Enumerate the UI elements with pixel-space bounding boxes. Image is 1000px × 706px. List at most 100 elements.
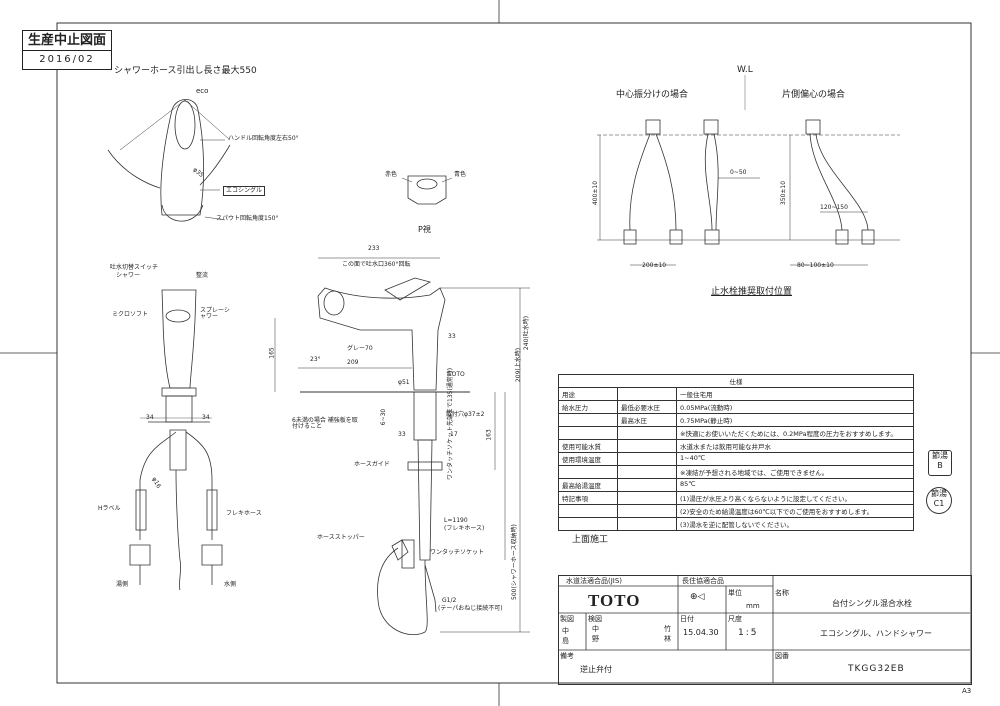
note-grey: グレー70 bbox=[347, 345, 373, 352]
note-v-shower-full: 500(シャワーホース収納時) bbox=[511, 524, 518, 600]
note-one-touch: ワンタッチソケット bbox=[430, 549, 485, 556]
tb-logo: TOTO bbox=[588, 591, 641, 610]
spec-cell bbox=[617, 517, 677, 531]
table-row: 用途 一般住宅用 bbox=[558, 387, 914, 401]
note-handle-angle: ハンドル回転角度左右50° bbox=[228, 135, 299, 142]
note-l-1190: L=1190 bbox=[444, 517, 468, 524]
spec-cell: 最低必要水圧 bbox=[617, 400, 677, 414]
dim-17: 17 bbox=[450, 431, 458, 438]
dim-0-50: 0~50 bbox=[730, 169, 747, 176]
note-h-label: Hラベル bbox=[98, 505, 121, 512]
table-row: (2)安全のため給湯温度は60℃以下でのご使用をおすすめします。 bbox=[558, 504, 914, 518]
dim-240: 240(吐水時) bbox=[523, 315, 531, 351]
note-flex-hose: フレキホース bbox=[226, 510, 262, 517]
tb-sheet: A3 bbox=[962, 687, 972, 695]
dim-33b: 33 bbox=[398, 431, 406, 438]
note-wl: W.L bbox=[737, 65, 753, 75]
stamp-date: 2016/02 bbox=[39, 54, 95, 65]
note-g12: G1/2 bbox=[442, 597, 457, 604]
note-valve-pos: 止水栓推奨取付位置 bbox=[711, 287, 793, 297]
spec-cell bbox=[617, 478, 677, 492]
tb-seizu: 中島 bbox=[562, 627, 569, 645]
tb-scale-label: 尺度 bbox=[728, 615, 742, 623]
spec-cell: ※凍結が予想される地域では、ご使用できません。 bbox=[676, 465, 914, 479]
badge-value: B bbox=[937, 461, 943, 470]
dim-80-100: 80~100±10 bbox=[797, 262, 834, 269]
dim-6-30: 6~30 bbox=[380, 408, 388, 426]
badge-setsuyu-c1: 節湯 C1 bbox=[926, 487, 952, 514]
note-spray: スプレーシャワー bbox=[200, 307, 230, 320]
spec-cell: 最高水圧 bbox=[617, 413, 677, 427]
spec-cell: 一般住宅用 bbox=[676, 387, 914, 401]
tb-date-label: 日付 bbox=[680, 615, 694, 623]
badge-label: 節湯 bbox=[932, 451, 948, 460]
tb-shonin: 竹林 bbox=[664, 625, 671, 643]
table-row: 使用環境温度 1~40℃ bbox=[558, 452, 914, 466]
spec-cell bbox=[617, 439, 677, 453]
note-flex-hose2: (フレキホース) bbox=[444, 525, 485, 532]
table-row: ※快適にお使いいただくためには、0.2MPa程度の圧力をおすすめします。 bbox=[558, 426, 914, 440]
table-row: 特記事項(1)湯圧が水圧より高くならないように設定してください。 bbox=[558, 491, 914, 505]
spec-cell bbox=[617, 426, 677, 440]
table-row: (3)湯水を逆に配管しないでください。 bbox=[558, 517, 914, 531]
tb-zuban: TKGG32EB bbox=[848, 664, 905, 674]
title-block-lines bbox=[558, 575, 970, 683]
tb-date: 15.04.30 bbox=[683, 628, 719, 637]
dim-209h: 209(上水時) bbox=[515, 347, 523, 383]
dim-120-150: 120~150 bbox=[820, 204, 848, 211]
dim-400: 400±10 bbox=[592, 180, 600, 206]
spec-cell: 用途 bbox=[558, 387, 618, 401]
note-hose-stopper: ホースストッパー bbox=[317, 534, 365, 541]
spec-cell bbox=[558, 426, 618, 440]
table-row: 使用可能水質 水道水または飲用可能な井戸水 bbox=[558, 439, 914, 453]
dim-233: 233 bbox=[368, 245, 380, 252]
tb-subtitle: エコシングル、ハンドシャワー bbox=[820, 629, 932, 638]
spec-cell bbox=[558, 517, 618, 531]
note-p-view: P視 bbox=[418, 225, 431, 234]
table-row: ※凍結が予想される地域では、ご使用できません。 bbox=[558, 465, 914, 479]
badge-value: C1 bbox=[933, 499, 945, 508]
spec-cell: 1~40℃ bbox=[676, 452, 914, 466]
dim-209: 209 bbox=[347, 359, 359, 366]
spec-cell: (1)湯圧が水圧より高くならないように設定してください。 bbox=[676, 491, 914, 505]
dim-350: 350±10 bbox=[780, 180, 788, 206]
tb-biko-label: 備考 bbox=[560, 652, 574, 660]
spec-cell: 給水圧力 bbox=[558, 400, 618, 414]
spec-cell bbox=[558, 413, 618, 427]
spec-cell: 水道水または飲用可能な井戸水 bbox=[676, 439, 914, 453]
note-spout-360: この面で吐水口360°回転 bbox=[342, 261, 411, 268]
discontinued-stamp: 生産中止図面 2016/02 bbox=[22, 30, 112, 70]
projection-icon: ⊕◁ bbox=[690, 592, 705, 602]
spec-cell: 使用環境温度 bbox=[558, 452, 618, 466]
tb-kenzu: 中野 bbox=[592, 625, 599, 643]
spec-cell bbox=[617, 387, 677, 401]
dim-34b: 34 bbox=[202, 414, 210, 421]
dim-phi51: φ51 bbox=[398, 379, 410, 386]
spec-cell: (2)安全のため給湯温度は60℃以下でのご使用をおすすめします。 bbox=[676, 504, 914, 518]
note-red: 赤色 bbox=[385, 171, 398, 178]
tb-seizu-label: 製図 bbox=[560, 615, 574, 623]
badge-setsuyu-b: 節湯 B bbox=[928, 450, 952, 476]
dim-34a: 34 bbox=[146, 414, 154, 421]
tb-name-label: 名称 bbox=[775, 589, 789, 597]
dim-163: 163 bbox=[485, 429, 493, 441]
dim-200: 200±10 bbox=[642, 262, 667, 269]
dim-165: 165 bbox=[268, 347, 276, 359]
spec-cell bbox=[558, 504, 618, 518]
note-six: 6未満の場合 補強板を取付けること bbox=[292, 417, 358, 430]
spec-cell bbox=[617, 504, 677, 518]
spec-cell: 85℃ bbox=[676, 478, 914, 492]
tb-zuban-label: 図番 bbox=[775, 652, 789, 660]
spec-cell bbox=[558, 465, 618, 479]
title-block bbox=[558, 575, 972, 685]
dim-33a: 33 bbox=[448, 333, 456, 340]
note-center: 中心振分けの場合 bbox=[616, 90, 689, 100]
tb-unit: mm bbox=[746, 602, 760, 610]
spec-cell: 使用可能水質 bbox=[558, 439, 618, 453]
note-top-work: 上面施工 bbox=[572, 535, 609, 545]
note-spout-angle: スパウト回転角度150° bbox=[216, 215, 279, 222]
note-switch: 吐水切替スイッチ bbox=[110, 264, 159, 271]
note-microsoft: ミクロソフト bbox=[112, 311, 149, 318]
